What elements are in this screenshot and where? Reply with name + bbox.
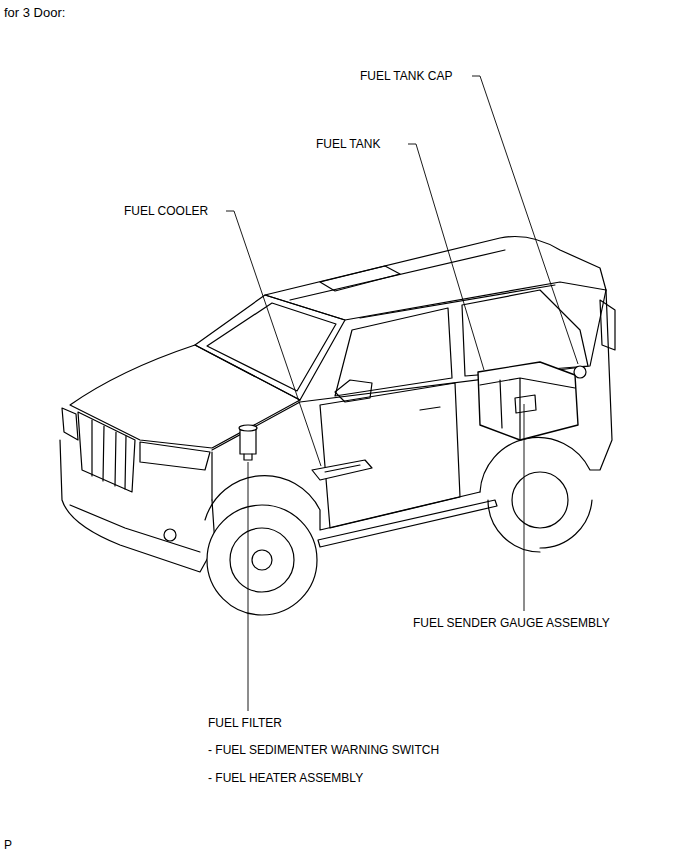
- part-label: P: [4, 838, 12, 852]
- part-label: FUEL SENDER GAUGE ASSEMBLY: [413, 616, 610, 630]
- label-wrap: - FUEL HEATER ASSEMBLY: [208, 771, 363, 785]
- part-label: FUEL TANK CAP: [360, 69, 452, 83]
- label-wrap: FUEL TANK: [316, 137, 380, 151]
- label-wrap: FUEL COOLER: [124, 204, 208, 218]
- part-label: FUEL COOLER: [124, 204, 208, 218]
- part-label: - FUEL SEDIMENTER WARNING SWITCH: [208, 743, 439, 757]
- label-wrap: FUEL SENDER GAUGE ASSEMBLY: [413, 616, 610, 630]
- label-wrap: - FUEL SEDIMENTER WARNING SWITCH: [208, 743, 439, 757]
- part-label: - FUEL HEATER ASSEMBLY: [208, 771, 363, 785]
- label-wrap: FUEL TANK CAP: [360, 69, 452, 83]
- leader-lines: [226, 76, 578, 711]
- heading: for 3 Door:: [4, 6, 65, 20]
- label-wrap: P: [4, 838, 12, 852]
- label-wrap: FUEL FILTER: [208, 716, 282, 730]
- part-label: FUEL TANK: [316, 137, 380, 151]
- part-label: FUEL FILTER: [208, 716, 282, 730]
- heading-wrap: for 3 Door:: [4, 6, 65, 20]
